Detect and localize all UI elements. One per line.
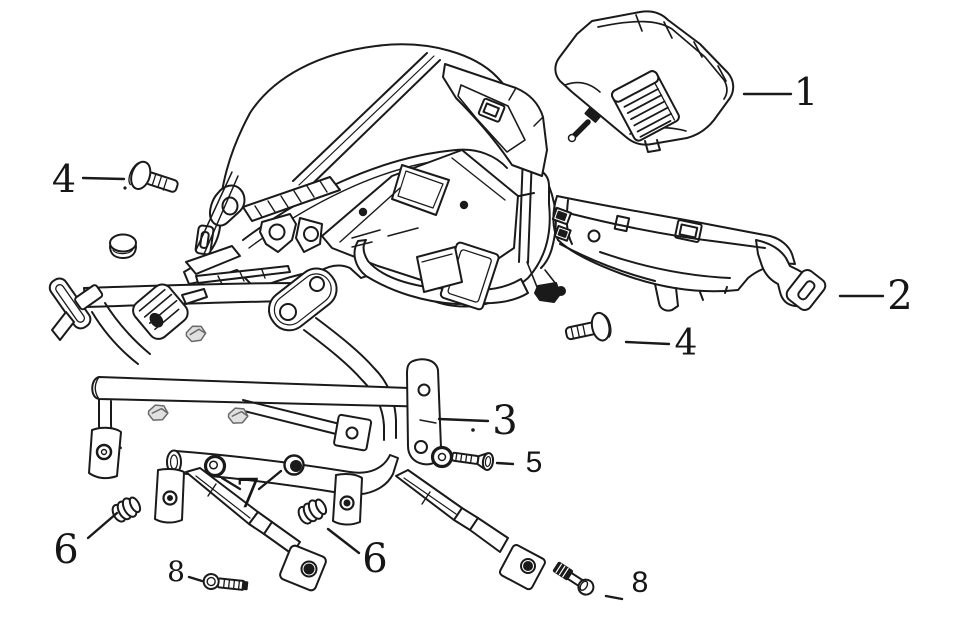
grommet-6-right	[297, 498, 328, 525]
grommet-6-left	[111, 496, 142, 523]
callout-6a: 6	[53, 527, 79, 573]
leader-line-8a	[187, 575, 204, 583]
callout-8a: 8	[167, 555, 185, 588]
callout-4b: 4	[674, 323, 698, 364]
speedometer-assembly	[554, 10, 735, 153]
grommet-7-right	[283, 454, 305, 476]
screw-8-left	[202, 573, 249, 591]
callout-8b: 8	[631, 566, 649, 599]
leader-line-7b	[257, 469, 283, 491]
leader-line-7a	[220, 476, 242, 491]
leader-line-4b	[624, 340, 671, 346]
connector-block	[611, 70, 680, 142]
front-cover-assembly	[183, 43, 572, 311]
leader-line-3	[437, 417, 490, 423]
screw-4-top	[128, 160, 179, 193]
ink-speck	[123, 186, 127, 190]
bolt-5	[451, 451, 495, 471]
rear-cover-part	[552, 195, 827, 312]
plug-grommet	[109, 233, 137, 259]
callout-3: 3	[492, 398, 518, 444]
callout-7: 7	[235, 471, 261, 517]
leader-line-5	[495, 461, 515, 466]
callout-4a: 4	[51, 157, 77, 201]
ink-speck	[471, 428, 475, 432]
leader-line-6a	[86, 511, 119, 540]
washer-5	[430, 445, 454, 469]
bracket-assembly	[48, 267, 546, 592]
leader-line-8b	[604, 594, 624, 601]
callout-6b: 6	[362, 536, 388, 582]
screw-4-bottom	[564, 311, 612, 342]
callout-2: 2	[887, 273, 913, 319]
leader-line-6b	[326, 527, 361, 555]
callout-1: 1	[793, 70, 819, 114]
screw-8-right	[552, 561, 595, 596]
leader-line-4a	[81, 176, 126, 181]
callout-5: 5	[525, 446, 543, 479]
grommet-7-left	[203, 454, 227, 478]
leader-lines	[81, 92, 885, 601]
